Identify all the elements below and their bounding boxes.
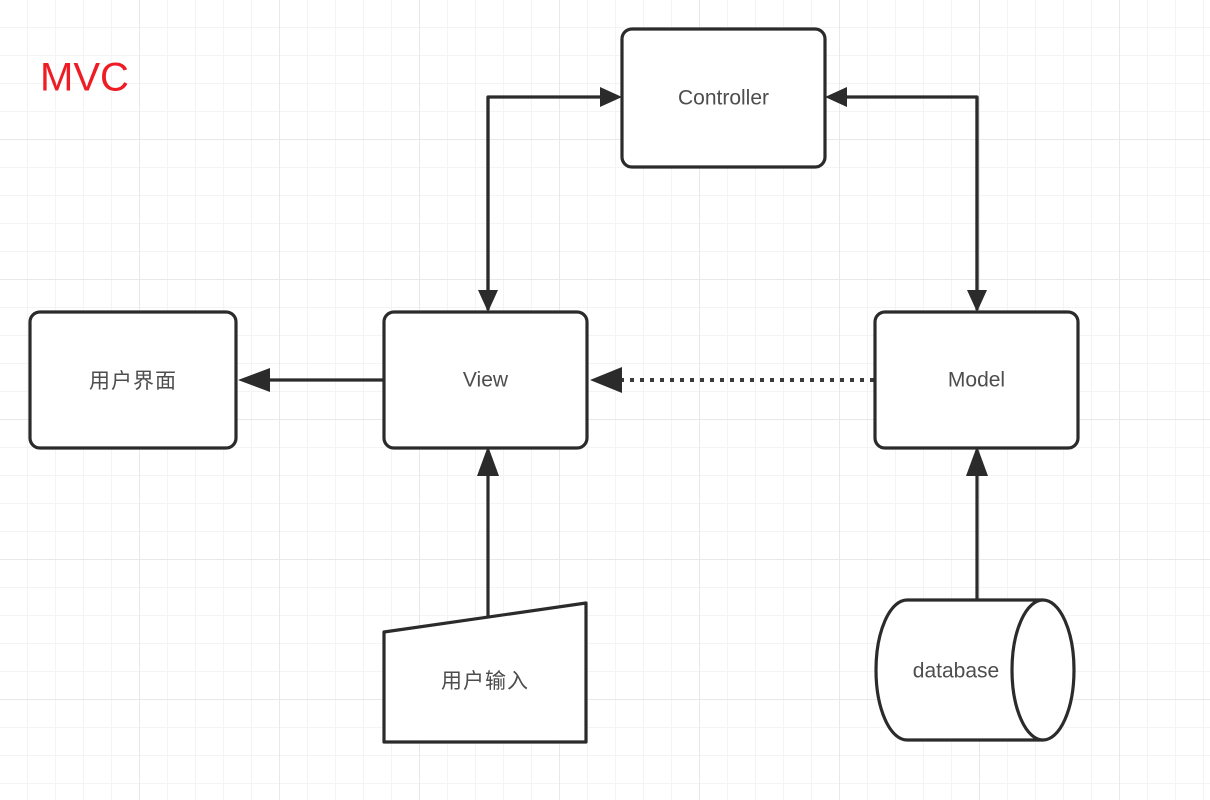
node-view-shape: [382, 310, 589, 450]
edge-view-to-controller[interactable]: [486, 87, 622, 310]
node-model-shape: [873, 310, 1080, 450]
edge-view-to-controller-line: [486, 95, 606, 310]
node-model-label: Model: [948, 369, 1005, 392]
node-user-input-label: 用户输入: [441, 669, 529, 693]
arrow-head-into-controller-left: [600, 87, 622, 107]
node-user-interface[interactable]: 用户界面: [28, 310, 238, 450]
arrow-head-into-view-bottom: [477, 446, 499, 476]
node-database-label: database: [913, 660, 999, 683]
node-database-cap-ellipse: [1010, 598, 1044, 742]
arrow-head-into-model-bottom: [966, 446, 988, 476]
node-database[interactable]: database: [874, 598, 1076, 742]
node-user-interface-label: 用户界面: [89, 369, 177, 393]
edge-view-to-user-interface[interactable]: [238, 368, 384, 392]
node-model[interactable]: Model: [873, 310, 1080, 450]
node-view[interactable]: View: [382, 310, 589, 450]
node-view-label: View: [463, 369, 509, 392]
diagram-title: MVC: [40, 56, 129, 100]
arrow-head-into-view-right: [590, 367, 622, 393]
arrow-head-into-model-top: [967, 290, 987, 312]
node-user-input[interactable]: 用户输入: [382, 601, 588, 744]
node-user-input-shape: [382, 601, 588, 744]
edge-controller-to-view[interactable]: [478, 97, 498, 312]
node-user-interface-shape: [28, 310, 238, 450]
arrow-head-into-controller-right: [825, 87, 847, 107]
edge-controller-to-model[interactable]: [967, 97, 987, 312]
edge-model-to-view[interactable]: [590, 367, 874, 393]
node-controller[interactable]: Controller: [620, 27, 827, 169]
arrow-head-into-user-interface: [238, 368, 270, 392]
node-controller-shape: [620, 27, 827, 169]
edge-model-to-controller-line: [841, 95, 979, 310]
arrow-head-into-view-top: [478, 290, 498, 312]
edge-model-to-controller[interactable]: [825, 87, 979, 310]
node-controller-label: Controller: [678, 87, 769, 110]
